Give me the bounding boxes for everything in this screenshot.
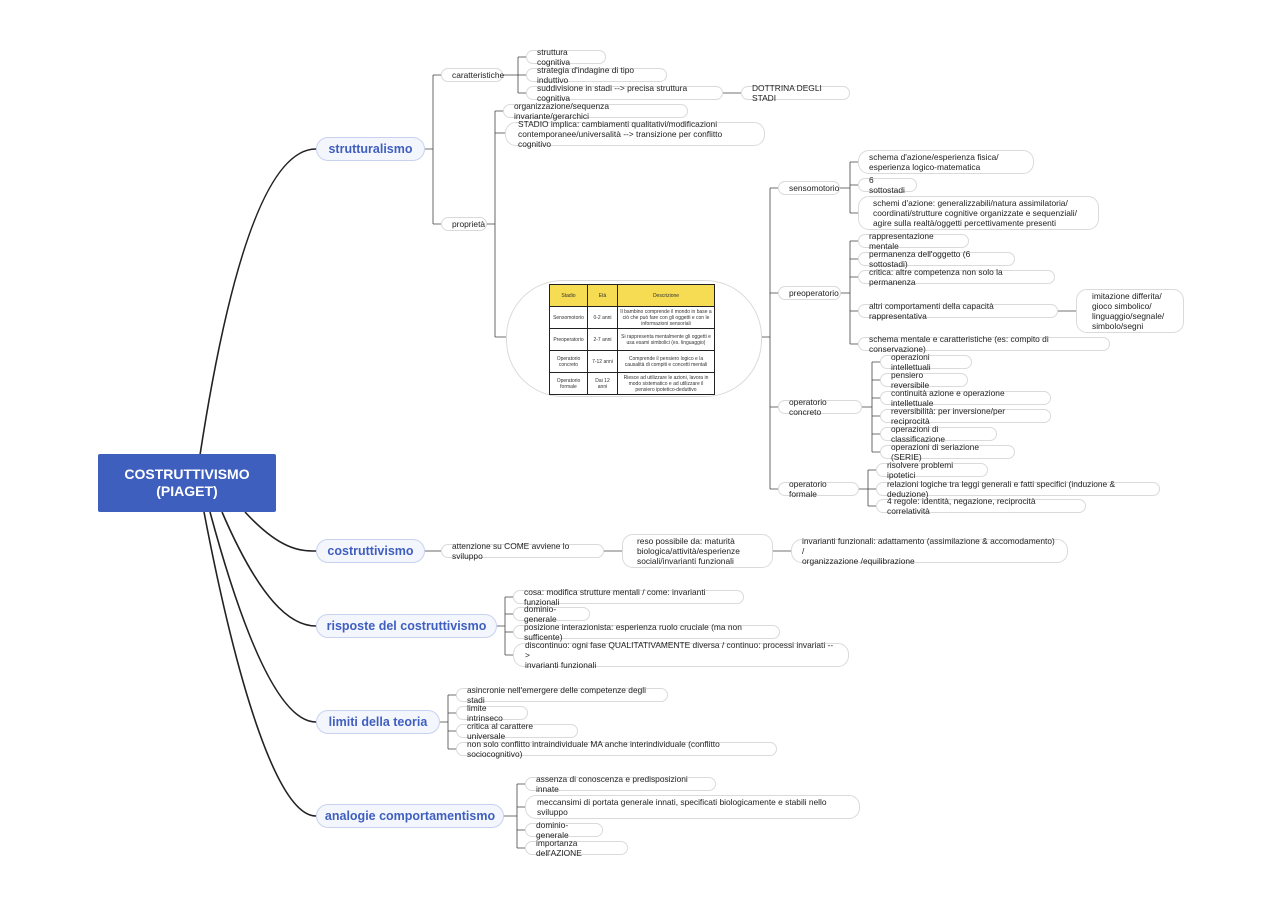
table-header: Età [587,284,618,307]
node-meccanismi-line-1: meccansimi di portata generale innati, s… [537,797,827,807]
node-discontinuo-line-1: discontinuo: ogni fase QUALITATIVAMENTE … [525,640,834,660]
table-header: Stadio [549,284,588,307]
node-4-regole[interactable]: 4 regole: identità, negazione, reciproci… [876,496,1086,516]
branch-analogie[interactable]: analogie comportamentismo [316,804,504,828]
node-operazioni-intellettuali[interactable]: operazioni intellettuali [880,352,972,372]
table-cell: Comprende il pensiero logico e la causal… [617,350,715,373]
node-critica-permanenza[interactable]: critica: altre competenza non solo la pe… [858,267,1055,287]
node-schemi-azione[interactable]: schemi d'azione: generalizzabili/natura … [858,196,1099,230]
node-imitazione-line-2: gioco simbolico/ [1092,301,1152,311]
root-title-line-2: (PIAGET) [156,483,218,499]
node-dominio-generale[interactable]: dominio-generale [513,604,590,624]
node-discontinuo-line-2: invarianti funzionali [525,660,597,670]
node-reso-line-1: reso possibile da: maturità [637,536,735,546]
node-operatorio-formale[interactable]: operatorio formale [778,479,859,499]
table-cell: 0-2 anni [587,306,618,329]
node-seriazione[interactable]: operazioni di seriazione (SERIE) [880,442,1015,462]
branch-strutturalismo[interactable]: strutturalismo [316,137,425,161]
node-schema-mentale[interactable]: schema mentale e caratteristiche (es: co… [858,334,1110,354]
node-non-solo-conflitto[interactable]: non solo conflitto intraindividuale MA a… [456,739,777,759]
node-strategia[interactable]: strategia d'indagine di tipo induttivo [526,65,667,85]
node-attenzione[interactable]: attenzione su COME avviene lo sviluppo [441,541,604,561]
node-imitazione-line-1: imitazione differita/ [1092,291,1162,301]
stages-table: Stadio Età Descrizione Sensomotorio 0-2 … [549,284,715,395]
node-posizione[interactable]: posizione interazionista: esperienza ruo… [513,622,780,642]
table-cell: 2-7 anni [587,328,618,351]
node-altri-comportamenti[interactable]: altri comportamenti della capacità rappr… [858,301,1058,321]
node-reso-line-2: biologica/attività/esperienze [637,546,740,556]
node-reversibilita[interactable]: reversibilità: per inversione/per recipr… [880,406,1051,426]
table-cell: Riesce ad utilizzare le azioni, lavora i… [617,372,715,395]
node-operatorio-concreto[interactable]: operatorio concreto [778,397,862,417]
node-imitazione-line-3: linguaggio/segnale/ [1092,311,1165,321]
node-schemi-line-1: schemi d'azione: generalizzabili/natura … [873,198,1068,208]
node-pensiero-reversibile[interactable]: pensiero reversibile [880,370,968,390]
node-limite-intrinseco[interactable]: limite intrinseco [456,703,528,723]
node-imitazione[interactable]: imitazione differita/gioco simbolico/lin… [1076,289,1184,333]
node-meccanismi-line-2: sviluppo [537,807,568,817]
node-organizzazione[interactable]: organizzazione/sequenza invariante/gerar… [503,101,688,121]
node-suddivisione[interactable]: suddivisione in stadi --> precisa strutt… [526,83,723,103]
node-cosa[interactable]: cosa: modifica strutture mentali / come:… [513,587,744,607]
node-critica-universale[interactable]: critica al carattere universale [456,721,578,741]
node-schema-azione-line-2: esperienza logico-matematica [869,162,981,172]
node-schema-azione[interactable]: schema d'azione/esperienza fisica/esperi… [858,150,1034,174]
table-cell: Operatorio formale [549,372,588,395]
table-cell: 7-12 anni [587,350,618,373]
node-reso-line-3: sociali/invarianti funzionali [637,556,734,566]
node-preoperatorio[interactable]: preoperatorio [778,286,841,300]
node-analogie-dominio[interactable]: dominio-generale [525,820,603,840]
node-caratteristiche[interactable]: caratteristiche [441,68,504,82]
table-header: Descrizione [617,284,715,307]
node-discontinuo[interactable]: discontinuo: ogni fase QUALITATIVAMENTE … [513,640,849,670]
node-invarianti-line-1: invarianti funzionali: adattamento (assi… [802,536,1055,556]
node-struttura-cognitiva[interactable]: struttura cognitiva [526,47,606,67]
table-cell: Sensomotorio [549,306,588,329]
node-schemi-line-3: agire sulla realtà/oggetti percettivamen… [873,218,1056,228]
node-stadio[interactable]: STADIO implica: cambiamenti qualitativi/… [505,119,765,149]
table-cell: Operatorio concreto [549,350,588,373]
node-sensomotorio[interactable]: sensomotorio [778,181,840,195]
node-invarianti-line-2: organizzazione /equilibrazione [802,556,915,566]
node-continuita[interactable]: continuità azione e operazione intellett… [880,388,1051,408]
table-cell: Si rappresenta mentalmente gli oggetti e… [617,328,715,351]
node-rappresentazione[interactable]: rappresentazione mentale [858,231,969,251]
table-cell: Il bambino comprende il mondo in base a … [617,306,715,329]
node-stadio-line-2: contemporanee/universalità --> transizio… [518,129,723,149]
node-6-sottostadi[interactable]: 6 sottostadi [858,175,917,195]
node-relazioni-logiche[interactable]: relazioni logiche tra leggi generali e f… [876,479,1160,499]
node-permanenza[interactable]: permanenza dell'oggetto (6 sottostadi) [858,249,1015,269]
node-asincronie[interactable]: asincronie nell'emergere delle competenz… [456,685,668,705]
node-assenza[interactable]: assenza di conoscenza e predisposizioni … [525,774,716,794]
root-topic[interactable]: COSTRUTTIVISMO (PIAGET) [98,454,276,512]
node-invarianti[interactable]: invarianti funzionali: adattamento (assi… [791,536,1068,566]
table-cell: Preoperatorio [549,328,588,351]
node-meccanismi[interactable]: meccansimi di portata generale innati, s… [525,795,860,819]
branch-limiti[interactable]: limiti della teoria [316,710,440,734]
node-proprieta[interactable]: proprietà [441,217,487,231]
branch-risposte[interactable]: risposte del costruttivismo [316,614,497,638]
node-schema-azione-line-1: schema d'azione/esperienza fisica/ [869,152,999,162]
node-stadio-line-1: STADIO implica: cambiamenti qualitativi/… [518,119,718,129]
node-problemi-ipotetici[interactable]: risolvere problemi ipotetici [876,460,988,480]
node-schemi-line-2: coordinati/strutture cognitive organizza… [873,208,1077,218]
table-cell: Dai 12 anni [587,372,618,395]
root-title-line-1: COSTRUTTIVISMO [124,466,250,482]
branch-costruttivismo[interactable]: costruttivismo [316,539,425,563]
node-dottrina[interactable]: DOTTRINA DEGLI STADI [741,83,850,103]
node-classificazione[interactable]: operazioni di classificazione [880,424,997,444]
node-imitazione-line-4: simbolo/segni [1092,321,1144,331]
node-importanza-azione[interactable]: importanza dell'AZIONE [525,838,628,858]
